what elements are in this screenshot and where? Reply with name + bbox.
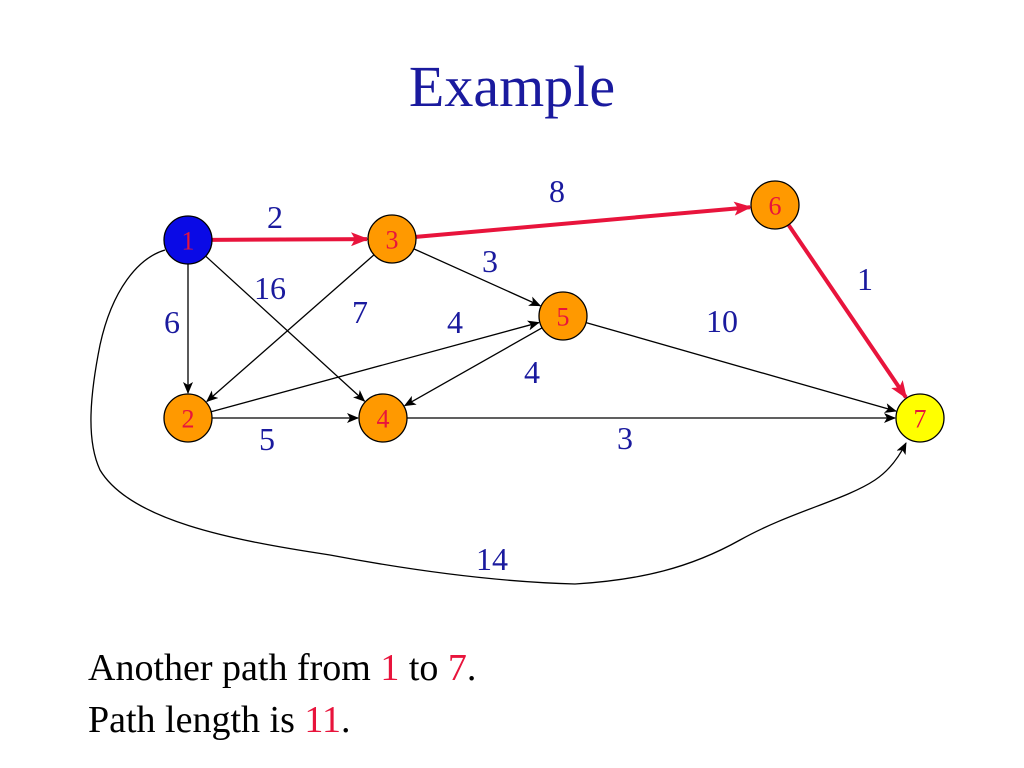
node-2-label: 2 [182,405,195,434]
edge-6-7-highlighted [786,223,908,399]
node-1: 1 [163,215,213,265]
caption-line-1: Another path from 1 to 7. [88,644,476,692]
edge-weight-1-2: 6 [164,304,180,340]
node-4-circle [358,393,408,443]
edge-5-4 [403,327,543,407]
caption-from-node: 1 [380,647,400,689]
edge-2-5 [210,320,540,413]
node-1-circle [163,215,213,265]
caption-to-node: 7 [447,647,467,689]
node-4-label: 4 [377,405,390,434]
node-2-circle [163,393,213,443]
edge-weight-1-7: 14 [476,541,508,577]
caption-suffix: . [466,647,477,689]
node-3-circle [367,214,417,264]
slide-title: Example [408,54,616,119]
edge-1-7 [90,249,907,585]
node-4: 4 [358,393,408,443]
caption-length-prefix: Path length is [88,699,305,741]
node-6-label: 6 [769,192,782,221]
node-1-label: 1 [182,227,195,256]
node-7-circle [895,393,945,443]
edge-weight-1-3: 2 [267,199,283,235]
edge-weight-1-4: 16 [254,270,286,306]
caption-path-length: 11 [304,699,341,741]
edge-weight-4-7: 3 [617,420,633,456]
edge-1-3-highlighted [211,232,370,247]
node-5-circle [538,291,588,341]
edge-3-5 [413,248,542,307]
caption-length-suffix: . [340,699,351,741]
edge-weight-6-7: 1 [857,261,873,297]
edge-weight-2-4: 5 [259,421,275,457]
caption-middle: to [399,647,448,689]
node-5: 5 [538,291,588,341]
edge-5-7 [585,321,897,413]
edge-weight-3-2: 7 [352,294,368,330]
node-6-circle [750,180,800,230]
node-5-label: 5 [557,303,570,332]
edge-weight-2-5: 4 [447,304,463,340]
edge-3-6-highlighted [415,201,753,239]
node-3: 3 [367,214,417,264]
edge-weight-3-6: 8 [549,173,565,209]
edge-weight-3-5: 3 [482,243,498,279]
edge-weight-5-7: 10 [706,303,738,339]
node-6: 6 [750,180,800,230]
node-2: 2 [163,393,213,443]
edge-weight-5-4: 4 [524,354,540,390]
edge-3-2 [206,254,375,403]
node-7-label: 7 [914,405,927,434]
node-3-label: 3 [386,226,399,255]
node-7: 7 [895,393,945,443]
caption-prefix: Another path from [88,647,381,689]
caption-line-2: Path length is 11. [88,696,350,744]
